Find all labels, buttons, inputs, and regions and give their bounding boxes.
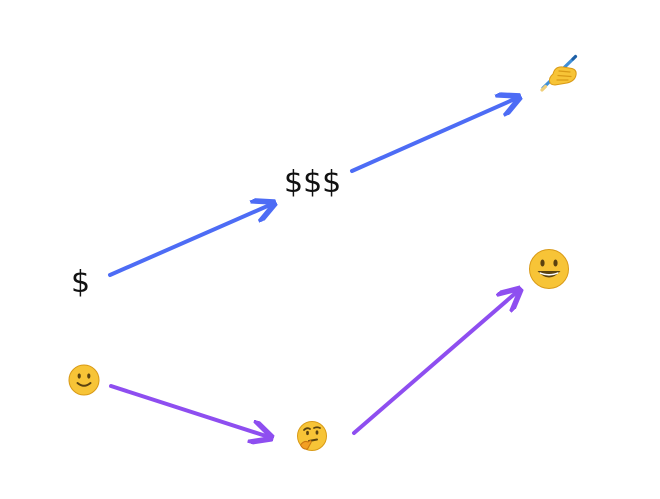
writing-hand-icon bbox=[537, 50, 581, 94]
thinking-face-icon bbox=[296, 420, 328, 452]
grinning-face-icon bbox=[528, 248, 570, 290]
triple-dollar-label: $$$ bbox=[284, 165, 342, 200]
arrow-smile-to-thinking bbox=[109, 384, 269, 437]
single-dollar-label: $ bbox=[71, 265, 91, 300]
arrow-thinking-to-grinning bbox=[352, 291, 518, 435]
arrow-dollar-to-triple-dollar bbox=[108, 204, 272, 277]
slightly-smiling-face-icon bbox=[68, 364, 100, 396]
arrow-triple-dollar-to-writing-hand bbox=[350, 98, 517, 173]
